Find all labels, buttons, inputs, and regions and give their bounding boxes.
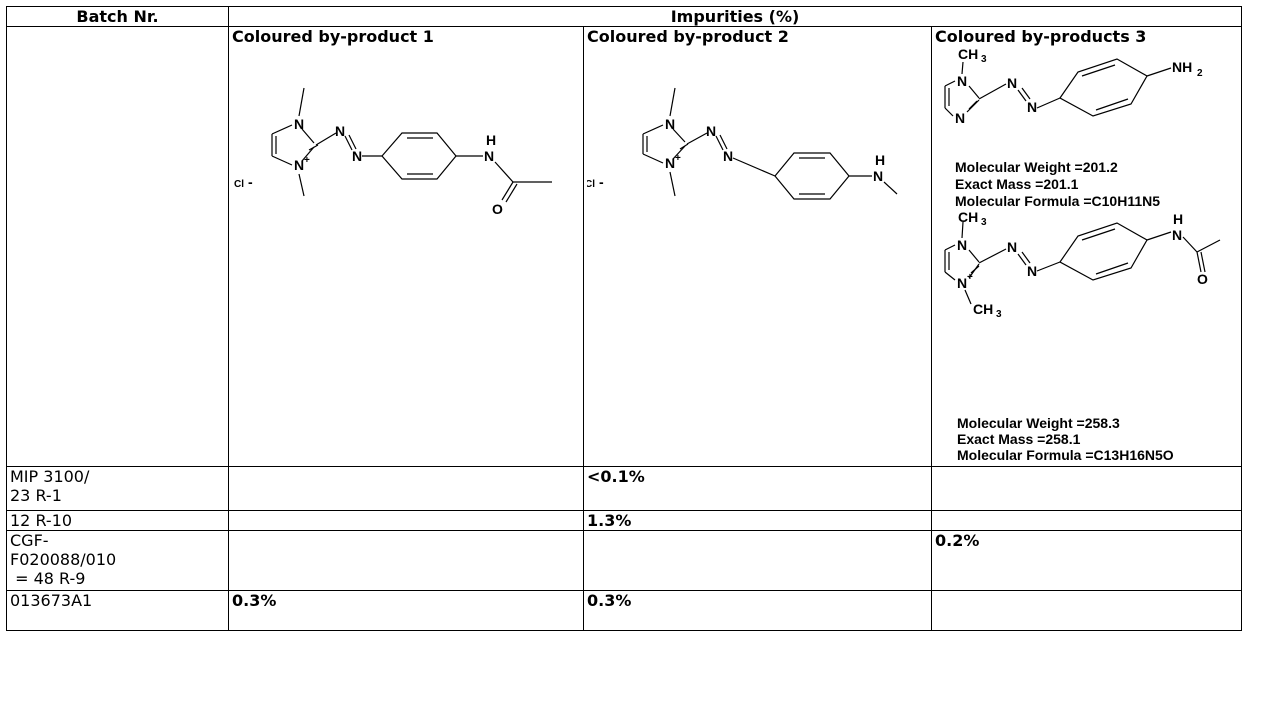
by-product-3-cell: Coloured by-products 3 [930,26,1243,467]
p1-value [228,466,584,511]
batch-line: MIP 3100/ [10,467,90,486]
by-product-1-amide-n: N [484,148,494,164]
table-row: 12 R-10 1.3% [6,510,1243,531]
batch-line: F020088/010 [10,550,117,569]
by-product-2-azo-n1: N [706,123,716,139]
by-product-1-minus: - [248,174,253,190]
batch-line: 013673A1 [10,591,93,610]
structure-a-n2: N [955,110,965,126]
by-product-3-title: Coloured by-products 3 [935,27,1147,46]
by-product-1-plus: + [304,155,310,166]
by-product-1-title: Coloured by-product 1 [232,27,434,46]
exact-mass-b: Exact Mass =258.1 [957,431,1081,447]
p1-value [228,530,584,591]
batch-cell: 013673A1 [6,590,229,631]
batch-cell: MIP 3100/ 23 R-1 [6,466,229,511]
molecular-formula-a: Molecular Formula =C10H11N5 [955,193,1160,209]
structure-b-h: H [1173,211,1183,227]
by-product-2-amine-n: N [873,168,883,184]
batch-line: CGF- [10,531,49,550]
batch-line: 23 R-1 [10,486,62,505]
by-product-1-azo-n2: N [352,148,362,164]
structure-b-n2: N [957,275,967,291]
p3-value [930,510,1243,531]
molecular-weight-a: Molecular Weight =201.2 [955,159,1118,175]
p3-value [930,466,1243,511]
p3-value: 0.2% [930,530,1243,591]
p2-value [583,530,932,591]
ch3-a-subscript: 3 [981,54,987,65]
structure-a-azo-n1: N [1007,75,1017,91]
ch3-b-bottom-label: CH [973,301,993,317]
by-product-2-title: Coloured by-product 2 [587,27,789,46]
by-product-2-minus: - [599,174,604,190]
by-product-1-cl: Cl [234,179,244,190]
impurities-table: Batch Nr. Impurities (%) Coloured by-pro… [6,6,1243,631]
structures-batch-cell [6,26,229,467]
structure-b-azo-n2: N [1027,263,1037,279]
structures-row: Coloured by-product 1 [6,26,1243,467]
p2-value: <0.1% [583,466,932,511]
batch-line: = 48 R-9 [10,569,86,588]
nh2-subscript: 2 [1197,68,1203,79]
by-product-1-cell: Coloured by-product 1 [228,26,584,467]
p2-value: 0.3% [583,590,932,631]
structure-a-n1: N [957,73,967,89]
by-product-2-cl: Cl [587,179,595,190]
molecular-weight-b: Molecular Weight =258.3 [957,415,1120,431]
structure-b-o: O [1197,271,1208,287]
p3-value [930,590,1243,631]
by-product-1-structure: N N + N N H N O Cl - [234,87,552,217]
by-product-1-o: O [492,201,503,217]
structure-a-azo-n2: N [1027,99,1037,115]
table-row: 013673A1 0.3% 0.3% [6,590,1243,631]
by-product-2-n1: N [665,116,675,132]
table-row: MIP 3100/ 23 R-1 <0.1% [6,466,1243,511]
header-row: Batch Nr. Impurities (%) [6,6,1243,27]
by-product-1-n1: N [294,116,304,132]
p1-value: 0.3% [228,590,584,631]
by-product-1-h: H [486,132,496,148]
by-product-2-n2: N [665,155,675,171]
structure-b-amide-n: N [1172,227,1182,243]
ch3-b-bottom-subscript: 3 [996,309,1002,320]
by-product-2-azo-n2: N [723,148,733,164]
by-product-2-h: H [875,152,885,168]
nh2-label: NH [1172,59,1192,75]
batch-line: 12 R-10 [10,511,73,530]
ch3-a-label: CH [958,46,978,62]
p1-value [228,510,584,531]
molecular-formula-b: Molecular Formula =C13H16N5O [957,447,1174,462]
structure-b-plus: + [967,272,973,283]
batch-cell: 12 R-10 [6,510,229,531]
structure-b-n1: N [957,237,967,253]
impurities-header: Impurities (%) [227,6,1243,27]
by-product-2-plus: + [675,153,681,164]
batch-header: Batch Nr. [6,6,229,27]
ch3-b-top-label: CH [958,209,978,225]
exact-mass-a: Exact Mass =201.1 [955,176,1079,192]
by-product-1-azo-n1: N [335,123,345,139]
structure-b-azo-n1: N [1007,239,1017,255]
p2-value: 1.3% [583,510,932,531]
by-product-2-structure: N N + N N H N Cl - [587,87,898,200]
by-product-1-n2: N [294,157,304,173]
by-product-3-structures: CH 3 N N N N NH 2 Molecular Weight =201.… [944,46,1221,462]
table-row: CGF- F020088/010 = 48 R-9 0.2% [6,530,1243,591]
ch3-b-top-subscript: 3 [981,217,987,228]
by-product-2-cell: Coloured by-product 2 [583,26,932,467]
batch-cell: CGF- F020088/010 = 48 R-9 [6,530,229,591]
